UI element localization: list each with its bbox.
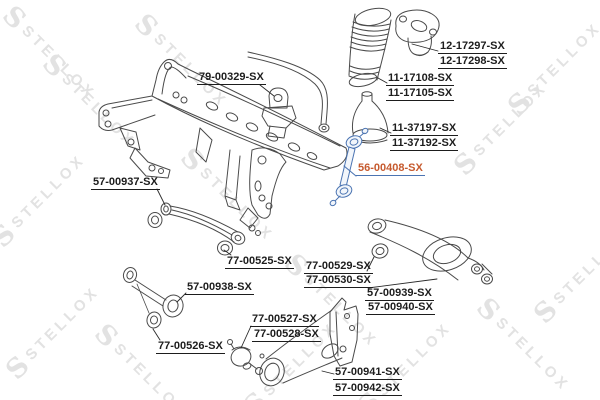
subframe-drawing xyxy=(98,58,348,236)
part-label: 11-17105-SX xyxy=(386,87,455,101)
stabilizer-bar-drawing xyxy=(247,51,330,139)
highlight-leader-line xyxy=(343,165,357,177)
part-label: 57-00938-SX xyxy=(185,281,254,295)
leader-lines xyxy=(152,43,439,375)
part-label: 11-17108-SX xyxy=(386,72,455,86)
ball-joint-drawing xyxy=(227,339,263,375)
part-label: 79-00329-SX xyxy=(197,71,266,85)
lateral-rod-arm-drawing xyxy=(122,267,184,329)
part-label: 57-00942-SX xyxy=(333,382,402,396)
shock-boot-drawing xyxy=(348,7,392,88)
part-label: 12-17297-SX xyxy=(438,40,507,54)
part-label: 77-00529-SX xyxy=(304,260,373,274)
part-label: 77-00530-SX xyxy=(304,274,373,288)
lower-spring-arm-drawing xyxy=(367,218,493,285)
part-label: 57-00937-SX xyxy=(91,176,160,190)
stabilizer-link-highlighted[interactable] xyxy=(329,127,369,207)
part-label: 77-00526-SX xyxy=(156,340,225,354)
upper-lateral-arm-drawing xyxy=(147,202,246,256)
part-label: 11-37192-SX xyxy=(390,137,459,151)
part-label: 77-00525-SX xyxy=(225,255,294,269)
part-label: 77-00527-SX xyxy=(250,313,319,327)
part-label: 57-00940-SX xyxy=(366,301,435,315)
trailing-arm-drawing xyxy=(259,297,359,387)
part-label: 77-00528-SX xyxy=(252,328,321,342)
highlighted-part-label[interactable]: 56-00408-SX xyxy=(356,162,425,176)
part-label: 57-00939-SX xyxy=(365,287,434,301)
part-label: 57-00941-SX xyxy=(333,366,402,380)
bump-stop-drawing xyxy=(351,91,389,144)
part-label: 12-17298-SX xyxy=(438,55,507,69)
part-label: 11-37197-SX xyxy=(390,122,459,136)
top-mount-flange-drawing xyxy=(395,9,440,57)
